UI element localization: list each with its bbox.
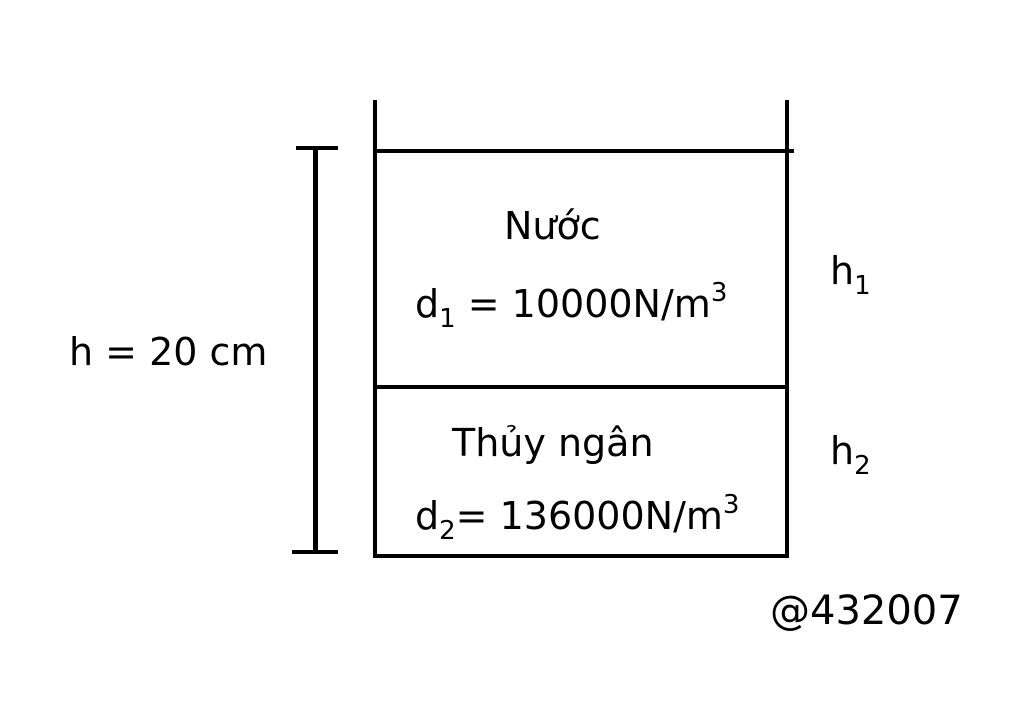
mercury-density-label: d2= 136000N/m3 (415, 492, 739, 544)
water-surface-line (373, 149, 794, 153)
author-credit: @432007 (770, 588, 963, 634)
water-height-symbol: h (830, 249, 855, 293)
mercury-name-label: Thủy ngân (452, 421, 654, 465)
mercury-height-label: h2 (830, 429, 871, 479)
total-height-symbol: h (69, 330, 94, 374)
mercury-density-exponent: 3 (722, 490, 740, 520)
water-mercury-interface-line (373, 385, 789, 389)
water-density-exponent: 3 (710, 278, 728, 308)
dimension-top-cap (296, 146, 338, 150)
mercury-height-index: 2 (854, 451, 871, 481)
water-height-index: 1 (854, 271, 871, 301)
water-name-label: Nước (504, 204, 601, 248)
water-density-value: = 10000N/m (455, 282, 711, 326)
container-left-wall (373, 100, 377, 558)
mercury-density-symbol: d (415, 494, 440, 538)
container-bottom (373, 554, 789, 558)
mercury-density-index: 2 (439, 516, 456, 546)
water-density-index: 1 (439, 304, 456, 334)
mercury-density-value: = 136000N/m (455, 494, 723, 538)
water-density-label: d1 = 10000N/m3 (415, 280, 727, 332)
total-height-value: = 20 cm (93, 330, 268, 374)
dimension-bottom-cap (292, 550, 338, 554)
total-height-label: h = 20 cm (69, 333, 267, 371)
water-density-symbol: d (415, 282, 440, 326)
container-right-wall (785, 100, 789, 558)
water-height-label: h1 (830, 249, 871, 299)
mercury-height-symbol: h (830, 429, 855, 473)
dimension-vertical-line (313, 147, 318, 554)
